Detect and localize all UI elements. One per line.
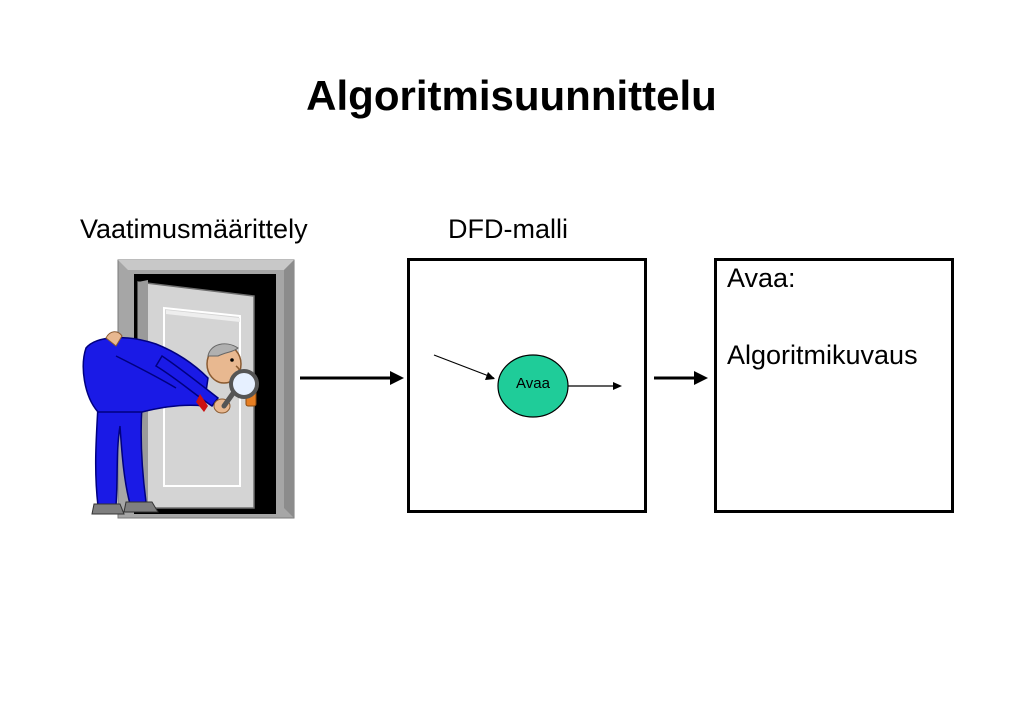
algorithm-description: Algoritmikuvaus [727, 340, 918, 370]
algorithm-box: Avaa: Algoritmikuvaus [714, 258, 954, 513]
arrow-to-algorithm [654, 371, 708, 385]
dfd-model-box: Avaa [407, 258, 647, 513]
algorithm-heading: Avaa: [727, 263, 796, 293]
magnifier-handle [221, 389, 237, 409]
dfd-process-label: Avaa [516, 375, 550, 392]
arrow-to-dfd [300, 371, 404, 385]
dfd-input-flow [433, 354, 495, 379]
man-legs [94, 405, 147, 507]
magnifying-glass-icon [229, 369, 259, 399]
detective-door-illustration [82, 259, 295, 519]
dfd-model-label: DFD-malli [448, 214, 568, 244]
requirements-label: Vaatimusmäärittely [80, 214, 308, 244]
dfd-diagram [433, 354, 622, 418]
slide-title: Algoritmisuunnittelu [306, 72, 717, 119]
